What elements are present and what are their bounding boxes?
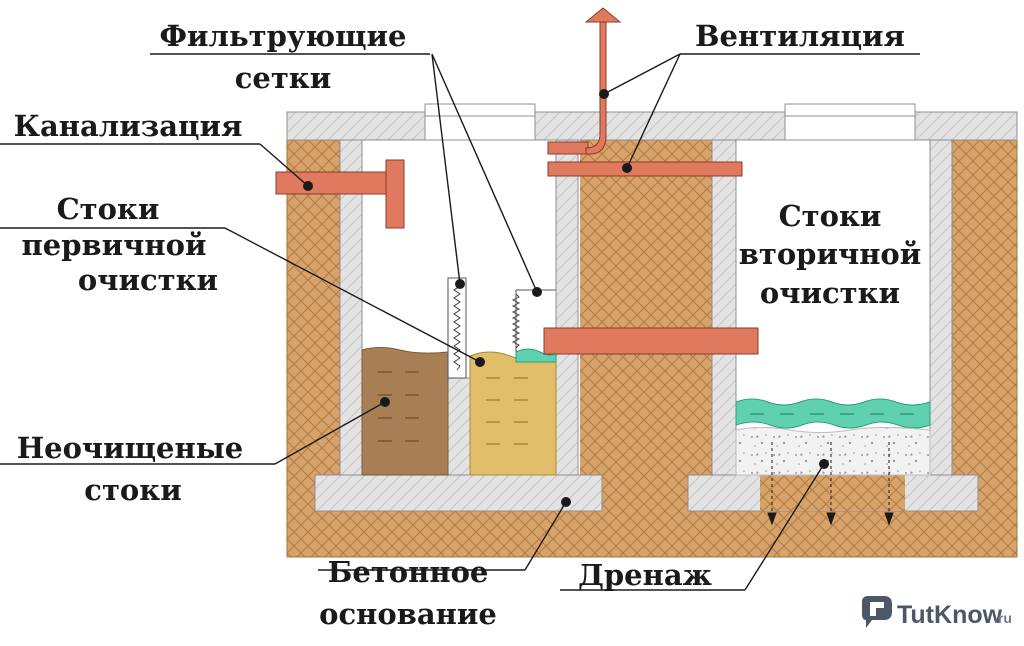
concrete-base [314, 474, 979, 512]
filter-net-left [447, 277, 467, 379]
sewer-inlet-pipe [275, 159, 405, 229]
label-secondary-line1: Стоки [779, 199, 882, 233]
watermark-suffix: .ru [994, 610, 1012, 626]
label-secondary-line2: вторичной [739, 237, 922, 271]
untreated-sewage [361, 347, 449, 476]
concrete-top-slab [286, 103, 1018, 141]
diagram-labels: Фильтрующие сетки Вентиляция Канализация… [14, 19, 922, 631]
watermark-brand: TutKnow [897, 601, 1003, 629]
label-concrete-line2: основание [319, 597, 497, 631]
label-primary-line2: первичной [22, 228, 207, 262]
label-filter-nets-line2: сетки [235, 61, 332, 95]
tutknow-watermark: TutKnow .ru [862, 596, 1012, 629]
secondary-water [735, 398, 931, 429]
tutknow-logo-icon [862, 596, 892, 628]
label-sewer: Канализация [14, 109, 243, 143]
label-ventilation: Вентиляция [695, 19, 905, 53]
label-concrete-line1: Бетонное [328, 555, 489, 589]
label-drainage: Дренаж [578, 558, 712, 592]
ventilation-pipe [547, 7, 743, 177]
label-filter-nets-line1: Фильтрующие [159, 19, 406, 53]
label-leaders [0, 53, 920, 591]
label-untreated-line1: Неочищеные [17, 431, 244, 465]
concrete-walls [339, 139, 953, 476]
primary-treated-sewage [469, 348, 557, 476]
label-primary-line3: очистки [78, 263, 218, 297]
overflow-pipe [543, 327, 759, 355]
label-secondary-line3: очистки [760, 276, 900, 310]
label-untreated-line2: стоки [84, 473, 181, 507]
drainage-gravel [735, 427, 931, 476]
label-primary-line1: Стоки [57, 192, 160, 226]
drainage-arrows [767, 442, 894, 526]
